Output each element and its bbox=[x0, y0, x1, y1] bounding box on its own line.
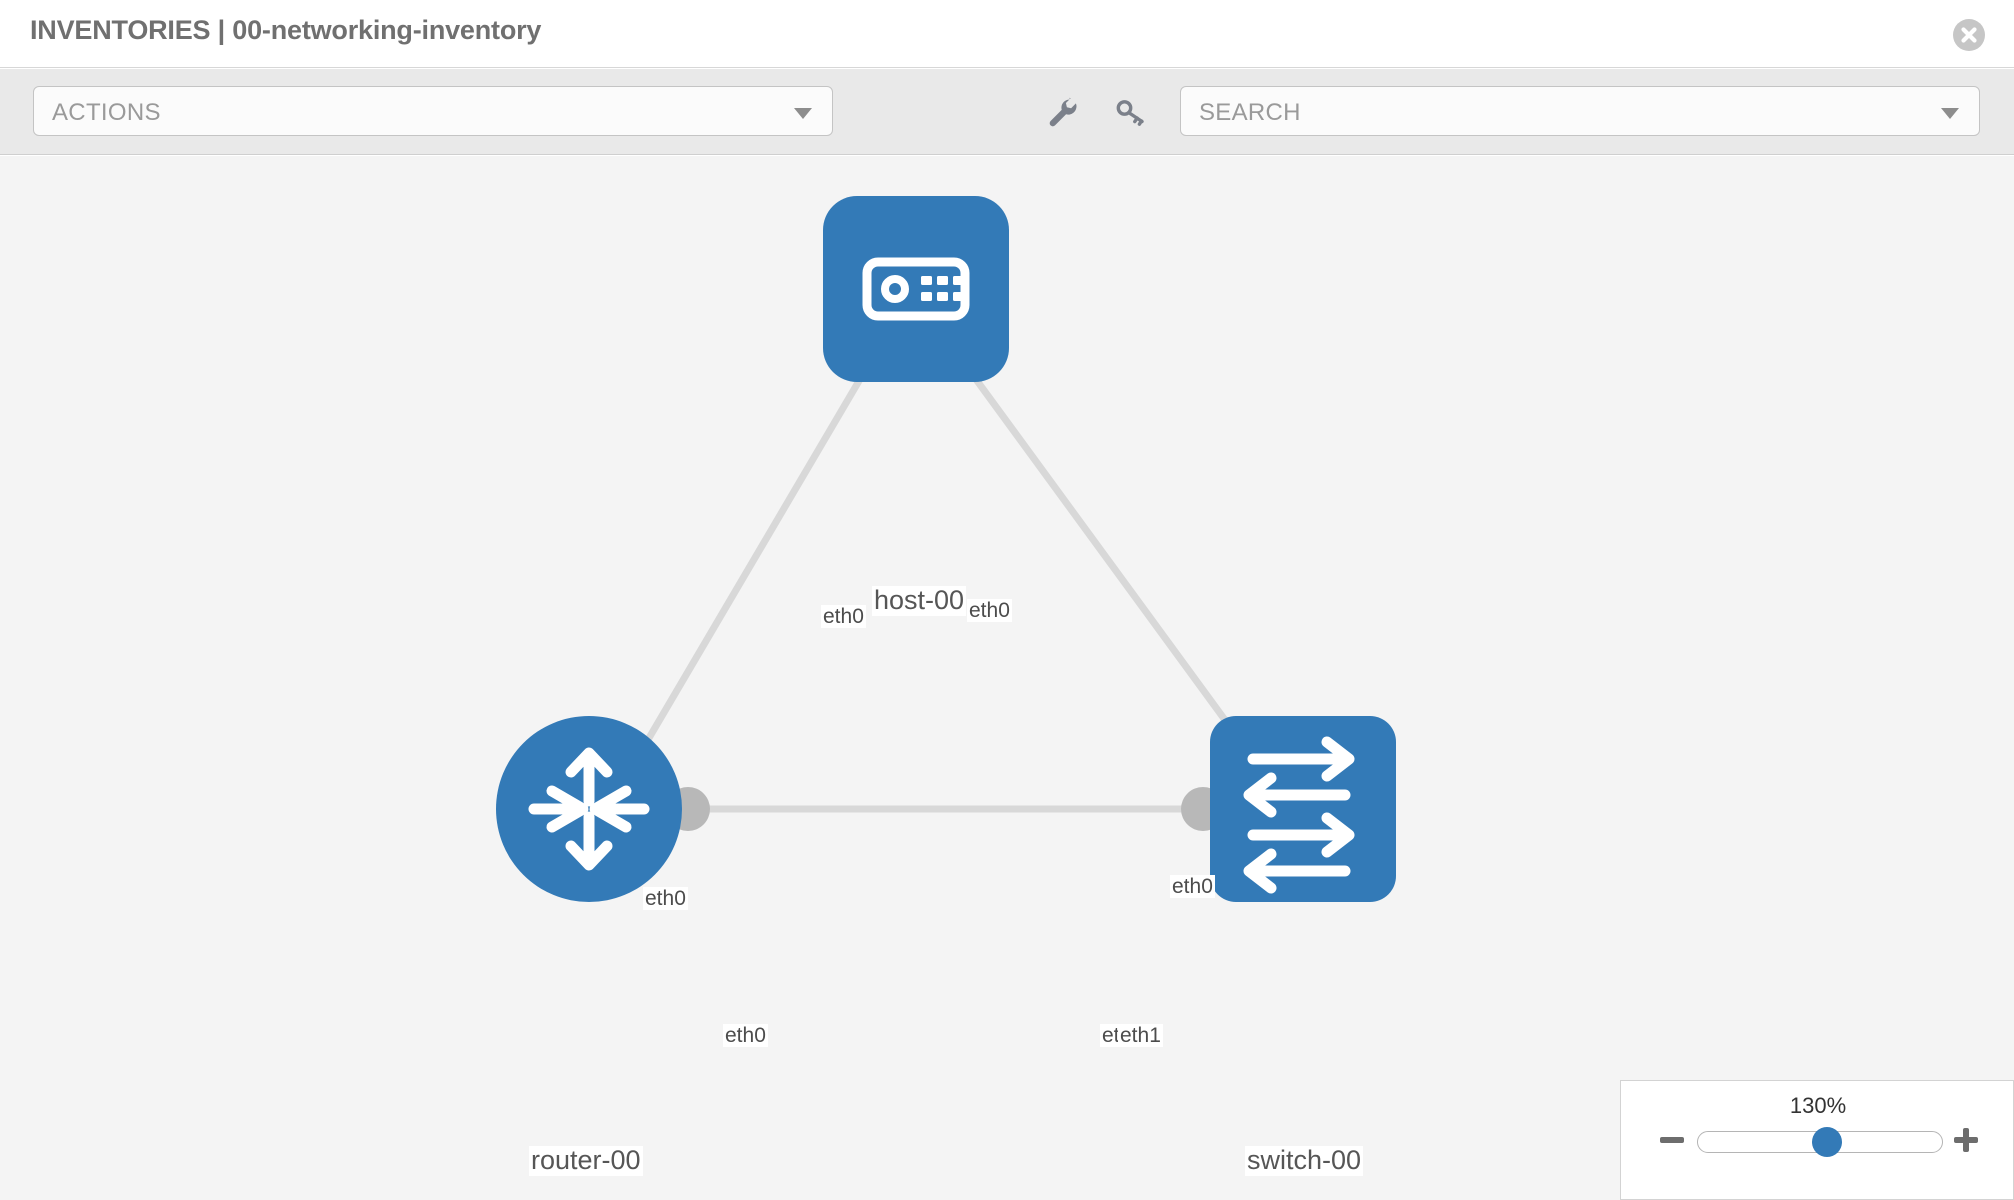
page-header: INVENTORIES | 00-networking-inventory bbox=[0, 0, 2014, 68]
actions-dropdown-label: ACTIONS bbox=[52, 99, 161, 126]
interface-label-host00-right: eth0 bbox=[967, 599, 1012, 623]
key-icon[interactable] bbox=[1113, 95, 1147, 129]
node-router-00 bbox=[496, 716, 682, 902]
search-input[interactable]: SEARCH bbox=[1180, 86, 1980, 136]
close-icon[interactable] bbox=[1952, 18, 1986, 52]
minus-icon[interactable] bbox=[1657, 1125, 1687, 1155]
edge-host00-router00 bbox=[625, 350, 880, 774]
interface-label-switch00-top: eth0 bbox=[1170, 875, 1215, 899]
topology-canvas[interactable]: host-00 router-00 switch-00 eth0 eth0 et… bbox=[0, 156, 2014, 1200]
toolbar: ACTIONS SEARCH bbox=[0, 69, 2014, 155]
interface-label-router00-right: eth0 bbox=[723, 1024, 768, 1048]
node-switch-00 bbox=[1210, 716, 1396, 902]
zoom-slider-thumb[interactable] bbox=[1812, 1127, 1842, 1157]
router-arrows-icon bbox=[528, 747, 650, 871]
node-label-switch-00: switch-00 bbox=[1245, 1145, 1364, 1176]
server-icon bbox=[862, 257, 970, 321]
topology-graph bbox=[496, 196, 1396, 902]
zoom-control-panel: 130% bbox=[1620, 1080, 2014, 1200]
chevron-down-icon bbox=[794, 108, 812, 119]
node-label-host-00: host-00 bbox=[872, 585, 967, 616]
search-placeholder: SEARCH bbox=[1199, 99, 1301, 126]
interface-label-switch00-left: eth1 bbox=[1118, 1024, 1163, 1048]
edge-host00-switch00 bbox=[953, 349, 1266, 775]
switch-arrows-icon bbox=[1243, 736, 1355, 894]
node-label-router-00: router-00 bbox=[529, 1145, 643, 1176]
wrench-icon[interactable] bbox=[1045, 95, 1079, 129]
interface-label-router00-top: eth0 bbox=[643, 887, 688, 911]
interface-label-host00-left: eth0 bbox=[821, 605, 866, 629]
page-title: INVENTORIES | 00-networking-inventory bbox=[30, 15, 542, 45]
actions-dropdown[interactable]: ACTIONS bbox=[33, 86, 833, 136]
chevron-down-icon bbox=[1941, 108, 1959, 119]
plus-icon[interactable] bbox=[1951, 1125, 1981, 1155]
topology-endpoints bbox=[666, 330, 1260, 831]
topology-edges bbox=[625, 349, 1266, 813]
zoom-level-value: 130% bbox=[1789, 1093, 1847, 1118]
node-host-00 bbox=[823, 196, 1009, 382]
